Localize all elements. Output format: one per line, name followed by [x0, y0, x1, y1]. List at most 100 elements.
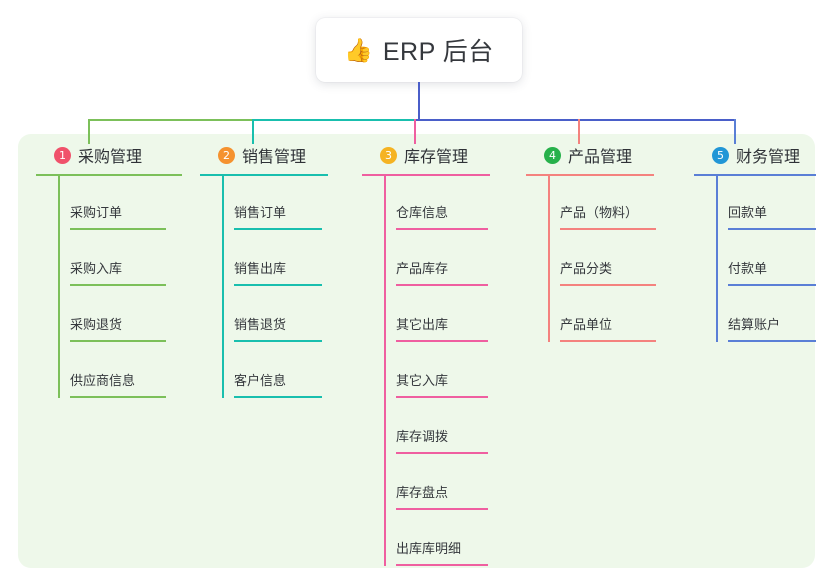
bus-segment-right: [414, 119, 736, 121]
leaf-node[interactable]: 产品（物料）: [560, 174, 656, 230]
branch-spine: [716, 174, 718, 342]
leaf-underline: [70, 228, 166, 230]
leaf-node[interactable]: 仓库信息: [396, 174, 488, 230]
leaf-underline: [234, 284, 322, 286]
leaf-node[interactable]: 客户信息: [234, 342, 322, 398]
thumbs-up-emoji: 👍: [344, 36, 373, 63]
leaf-node[interactable]: 库存调拨: [396, 398, 488, 454]
branch-spine: [548, 174, 550, 342]
branch-header-5[interactable]: 5 财务管理: [694, 142, 816, 168]
leaf-label: 产品（物料）: [560, 205, 639, 220]
branch-drop-line-3: [414, 119, 416, 144]
branch-column-3[interactable]: 3 库存管理仓库信息产品库存其它出库其它入库库存调拨库存盘点出库库明细: [362, 142, 490, 566]
branch-column-5[interactable]: 5 财务管理回款单付款单结算账户: [694, 142, 816, 342]
leaf-underline: [728, 284, 816, 286]
leaf-underline: [396, 228, 488, 230]
branch-header-3[interactable]: 3 库存管理: [362, 142, 490, 168]
leaf-node[interactable]: 销售订单: [234, 174, 322, 230]
leaf-underline: [70, 284, 166, 286]
leaf-underline: [728, 228, 816, 230]
leaf-node[interactable]: 产品库存: [396, 230, 488, 286]
leaf-underline: [560, 228, 656, 230]
branch-spine: [384, 174, 386, 566]
root-node[interactable]: 👍 ERP 后台: [316, 18, 522, 82]
root-title: ERP 后台: [382, 38, 494, 66]
leaf-node[interactable]: 销售退货: [234, 286, 322, 342]
bus-segment-middle: [252, 119, 416, 121]
leaf-underline: [234, 340, 322, 342]
branch-underline: [694, 174, 816, 176]
leaf-node[interactable]: 回款单: [728, 174, 816, 230]
leaf-underline: [234, 228, 322, 230]
root-stem-line: [418, 82, 420, 121]
leaf-underline: [560, 340, 656, 342]
leaf-underline: [396, 564, 488, 566]
branch-title: 库存管理: [404, 149, 469, 166]
leaf-label: 采购入库: [70, 261, 123, 276]
leaf-label: 库存调拨: [396, 429, 449, 444]
branch-number-badge: 1: [54, 146, 71, 164]
leaf-node[interactable]: 采购入库: [70, 230, 166, 286]
bus-segment-left: [88, 119, 254, 121]
leaf-node[interactable]: 其它出库: [396, 286, 488, 342]
leaf-label: 供应商信息: [70, 373, 136, 388]
leaf-node[interactable]: 结算账户: [728, 286, 816, 342]
branch-number-badge: 5: [712, 146, 729, 164]
leaf-label: 产品分类: [560, 261, 613, 276]
leaf-label: 产品单位: [560, 317, 613, 332]
leaf-label: 回款单: [728, 205, 768, 220]
branch-number-badge: 4: [544, 146, 561, 164]
leaf-label: 仓库信息: [396, 205, 449, 220]
leaf-label: 客户信息: [234, 373, 287, 388]
leaf-underline: [560, 284, 656, 286]
branch-underline: [36, 174, 182, 176]
branch-title: 采购管理: [78, 149, 143, 166]
branch-number-badge: 2: [218, 146, 235, 164]
branch-title: 产品管理: [568, 149, 633, 166]
branch-spine: [58, 174, 60, 398]
leaf-node[interactable]: 销售出库: [234, 230, 322, 286]
branch-column-1[interactable]: 1 采购管理采购订单采购入库采购退货供应商信息: [36, 142, 182, 398]
branch-header-4[interactable]: 4 产品管理: [526, 142, 654, 168]
branch-underline: [362, 174, 490, 176]
branch-drop-line-4: [578, 119, 580, 144]
branch-underline: [526, 174, 654, 176]
leaf-label: 其它出库: [396, 317, 449, 332]
leaf-underline: [70, 340, 166, 342]
leaf-node[interactable]: 产品单位: [560, 286, 656, 342]
leaf-node[interactable]: 库存盘点: [396, 454, 488, 510]
leaf-node[interactable]: 产品分类: [560, 230, 656, 286]
branch-column-4[interactable]: 4 产品管理产品（物料） 产品分类产品单位: [526, 142, 656, 342]
leaf-underline: [396, 284, 488, 286]
leaf-label: 结算账户: [728, 317, 781, 332]
leaf-underline: [728, 340, 816, 342]
leaf-label: 采购订单: [70, 205, 123, 220]
leaf-node[interactable]: 供应商信息: [70, 342, 166, 398]
branch-title: 销售管理: [242, 149, 307, 166]
leaf-node[interactable]: 采购退货: [70, 286, 166, 342]
leaf-label: 销售订单: [234, 205, 287, 220]
leaf-underline: [396, 340, 488, 342]
leaf-label: 销售退货: [234, 317, 287, 332]
leaf-underline: [70, 396, 166, 398]
branch-column-2[interactable]: 2 销售管理销售订单销售出库销售退货客户信息: [200, 142, 328, 398]
branch-header-2[interactable]: 2 销售管理: [200, 142, 328, 168]
leaf-underline: [396, 396, 488, 398]
leaf-node[interactable]: 其它入库: [396, 342, 488, 398]
leaf-underline: [234, 396, 322, 398]
branch-number-badge: 3: [380, 146, 397, 164]
leaf-label: 库存盘点: [396, 485, 449, 500]
leaf-node[interactable]: 付款单: [728, 230, 816, 286]
branch-title: 财务管理: [736, 149, 801, 166]
branch-header-1[interactable]: 1 采购管理: [36, 142, 182, 168]
leaf-underline: [396, 508, 488, 510]
leaf-label: 采购退货: [70, 317, 123, 332]
branch-drop-line-2: [252, 119, 254, 144]
leaf-label: 其它入库: [396, 373, 449, 388]
leaf-label: 付款单: [728, 261, 768, 276]
branch-drop-line-1: [88, 119, 90, 144]
leaf-node[interactable]: 出库库明细: [396, 510, 488, 566]
leaf-node[interactable]: 采购订单: [70, 174, 166, 230]
leaf-label: 产品库存: [396, 261, 449, 276]
